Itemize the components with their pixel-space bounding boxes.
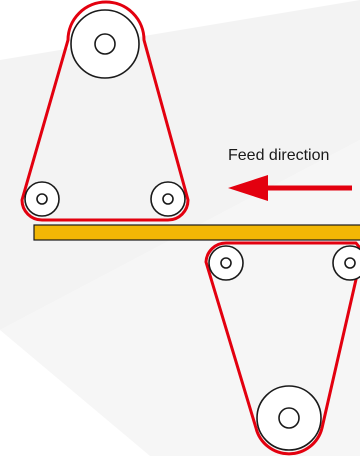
feed-direction-label: Feed direction (228, 147, 329, 164)
lower-belt (204, 241, 360, 456)
arrow-head (228, 175, 268, 201)
arrow-left-icon (228, 175, 352, 201)
pulley-hub (162, 193, 174, 205)
lower-bottom-pulley (256, 385, 322, 451)
upper-right-pulley (150, 181, 186, 217)
pulley-hub (344, 257, 356, 269)
pulley-hub (36, 193, 48, 205)
upper-belt (20, 0, 190, 222)
pulley-hub (278, 407, 300, 429)
background-band-2 (0, 140, 360, 456)
upper-left-pulley (24, 181, 60, 217)
background-band-1 (0, 0, 360, 330)
upper-belt-assembly (20, 0, 190, 222)
workpiece-bar (33, 224, 360, 241)
pulley-hub (220, 257, 232, 269)
lower-belt-assembly (204, 241, 360, 456)
lower-left-pulley (208, 245, 244, 281)
pulley-hub (94, 33, 116, 55)
upper-top-pulley (70, 9, 140, 79)
lower-right-pulley (332, 245, 360, 281)
